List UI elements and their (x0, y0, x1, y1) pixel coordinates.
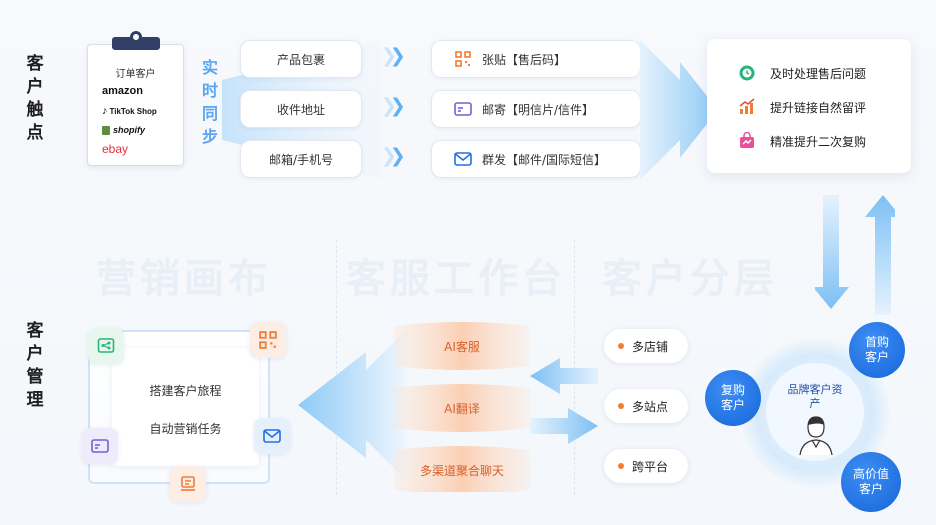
chart-up-icon (737, 97, 757, 117)
arrow-vertical-pair (815, 195, 895, 315)
channel-cross-platform: 跨平台 (604, 449, 688, 483)
ai-translate-label: AI翻译 (444, 402, 480, 416)
watermark-marketing-canvas: 营销画布 (96, 256, 272, 302)
clipboard-ring (130, 31, 142, 43)
postcard-icon (82, 428, 118, 464)
asset-first-purchase: 首购客户 (849, 322, 905, 378)
method-label: 群发【邮件/国际短信】 (482, 152, 607, 167)
bag-icon (737, 131, 757, 151)
arrow-to-results (640, 40, 718, 180)
result-item: 提升链接自然留评 (737, 97, 866, 117)
brand-amazon: amazon (102, 85, 143, 97)
chevron-right-icon: ❯❯ (381, 45, 406, 67)
qr-code-icon (250, 322, 286, 358)
asset-repeat-purchase: 复购客户 (705, 370, 761, 426)
asset-center-label: 品牌客户资产 (787, 383, 843, 410)
clipboard-clip (112, 37, 160, 50)
section-label-touch: 客户触点 (26, 54, 44, 143)
field-email-phone: 邮箱/手机号 (240, 140, 362, 178)
mail-icon (254, 418, 290, 454)
method-mail-postcard: 邮寄【明信片/信件】 (431, 90, 641, 128)
method-label: 邮寄【明信片/信件】 (482, 102, 595, 117)
asset-high-value: 高价值客户 (841, 452, 901, 512)
clipboard-title: 订单客户 (115, 69, 156, 80)
bullet-dot (618, 463, 624, 469)
watermark-service-desk: 客服工作台 (346, 256, 566, 302)
order-customer-clipboard: 订单客户 amazon ♪TikTok Shop shopify ebay (87, 31, 184, 166)
bullet-dot (618, 343, 624, 349)
user-avatar-icon (799, 416, 833, 455)
method-label: 张贴【售后码】 (482, 52, 567, 67)
field-product-package: 产品包裹 (240, 40, 362, 78)
field-shipping-address: 收件地址 (240, 90, 362, 128)
asset-center-circle: 品牌客户资产 (763, 360, 867, 464)
canvas-line-tasks: 自动营销任务 (149, 422, 222, 436)
results-card: 及时处理售后问题 提升链接自然留评 精准提升二次复购 (707, 39, 911, 173)
brand-shopify: shopify (102, 125, 145, 135)
realtime-sync-label: 实时同步 (201, 58, 218, 146)
chevron-right-icon: ❯❯ (381, 95, 406, 117)
arrow-pair-small (530, 358, 598, 444)
arrow-to-canvas (298, 330, 406, 480)
postcard-icon (454, 100, 472, 118)
share-icon (88, 328, 124, 364)
canvas-line-journey: 搭建客户旅程 (149, 384, 222, 398)
channel-multi-site: 多站点 (604, 389, 688, 423)
bullet-dot (618, 403, 624, 409)
method-bulk-send: 群发【邮件/国际短信】 (431, 140, 641, 178)
ai-service-label: AI客服 (444, 340, 480, 354)
result-item: 及时处理售后问题 (737, 63, 866, 83)
method-post-code: 张贴【售后码】 (431, 40, 641, 78)
channel-multi-store: 多店铺 (604, 329, 688, 363)
brand-tiktok: ♪TikTok Shop (102, 105, 157, 117)
qr-code-icon (454, 50, 472, 68)
mail-icon (454, 150, 472, 168)
divider (574, 240, 575, 495)
section-label-manage: 客户管理 (26, 321, 44, 410)
tiktok-note-icon: ♪ (102, 105, 108, 117)
receipt-icon (170, 466, 206, 502)
clock-icon (737, 63, 757, 83)
result-item: 精准提升二次复购 (737, 131, 866, 151)
divider (336, 240, 337, 495)
shopify-bag-icon (102, 125, 110, 135)
watermark-customer-segment: 客户分层 (602, 256, 778, 302)
ai-ribbons (394, 322, 530, 492)
multichannel-chat-label: 多渠道聚合聊天 (419, 464, 504, 478)
chevron-right-icon: ❯❯ (381, 145, 406, 167)
brand-ebay: ebay (102, 142, 129, 156)
marketing-canvas-card: 搭建客户旅程 自动营销任务 (112, 348, 259, 466)
